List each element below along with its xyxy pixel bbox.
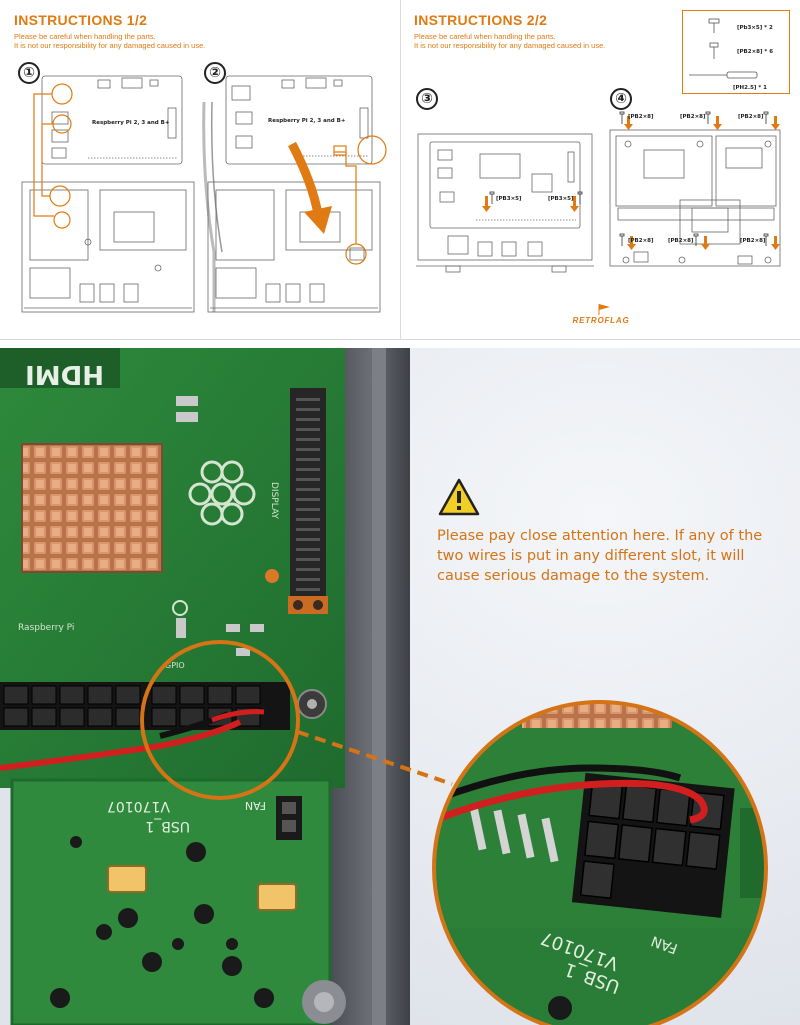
- retroflag-logo: RETROFLAG: [566, 302, 636, 326]
- wiring-photo-illustration: HDMI DISPLAY Raspberry Pi: [0, 348, 800, 1025]
- screw-label-pb2-4: [PB2×8]: [628, 238, 654, 244]
- silkscreen-hdmi: HDMI: [25, 359, 104, 389]
- step-2-diagram: Respberry Pi 2, 3 and B+: [202, 75, 387, 313]
- screw-label-pb2-6: [PB2×8]: [740, 238, 766, 244]
- silkscreen-display: DISPLAY: [269, 482, 279, 519]
- screw-label-pb2-3: [PB2×8]: [738, 114, 764, 120]
- caution-text-left: Please be careful when handling the part…: [14, 32, 205, 50]
- raspberry-logo: [188, 460, 256, 526]
- caution-line-2: It is not our responsibility for any dam…: [414, 41, 606, 50]
- screw-label-pb3-right: [PB3×5]: [548, 196, 574, 202]
- page-divider: [400, 0, 401, 340]
- board-label-2: Respberry Pi 2, 3 and B+: [268, 118, 346, 124]
- part-item-2: [PB2×8] * 6: [737, 49, 773, 55]
- screw-label-pb2-5: [PB2×8]: [668, 238, 694, 244]
- warning-icon: [438, 478, 480, 516]
- flag-icon: [598, 304, 610, 315]
- instructions-2-heading: INSTRUCTIONS 2/2: [414, 12, 548, 28]
- silkscreen-gpio: GPIO: [165, 661, 185, 670]
- silkscreen-usb: USB_1: [145, 818, 190, 834]
- parts-illustration: [Pb3×5] * 2 [PB2×8] * 6 [PH2.5] * 1: [689, 18, 773, 91]
- caution-line-1: Please be careful when handling the part…: [414, 32, 556, 41]
- step-2-number: ②: [204, 62, 226, 84]
- board-label-1: Respberry Pi 2, 3 and B+: [92, 120, 170, 126]
- caution-text-right: Please be careful when handling the part…: [414, 32, 605, 50]
- instruction-sheet: INSTRUCTIONS 1/2 Please be careful when …: [0, 0, 800, 340]
- parts-list-box: [Pb3×5] * 2 [PB2×8] * 6 [PH2.5] * 1: [682, 10, 790, 94]
- caution-line-1: Please be careful when handling the part…: [14, 32, 156, 41]
- wiring-photo: HDMI DISPLAY Raspberry Pi: [0, 348, 800, 1025]
- instructions-1-heading: INSTRUCTIONS 1/2: [14, 12, 148, 28]
- brand-name: RETROFLAG: [572, 316, 630, 325]
- silkscreen-version: V170107: [107, 798, 170, 814]
- silkscreen-fan: FAN: [245, 799, 266, 812]
- step-1-number: ①: [18, 62, 40, 84]
- part-item-3: [PH2.5] * 1: [733, 85, 767, 91]
- screw-label-pb2-1: [PB2×8]: [628, 114, 654, 120]
- silkscreen-raspberry: Raspberry Pi: [18, 623, 74, 633]
- step-4-number: ④: [610, 88, 632, 110]
- screw-label-pb2-2: [PB2×8]: [680, 114, 706, 120]
- warning-message: Please pay close attention here. If any …: [437, 528, 763, 584]
- screw-label-pb3-left: [PB3×5]: [496, 196, 522, 202]
- step-4-diagram: [PB2×8] [PB2×8] [PB2×8] [PB2×8] [PB2×8] …: [609, 111, 781, 267]
- step-3-diagram: [PB3×5] [PB3×5]: [416, 133, 594, 273]
- step-3-number: ③: [416, 88, 438, 110]
- step-1-diagram: Respberry Pi 2, 3 and B+: [21, 75, 195, 313]
- caution-line-2: It is not our responsibility for any dam…: [14, 41, 206, 50]
- part-item-1: [Pb3×5] * 2: [737, 25, 773, 31]
